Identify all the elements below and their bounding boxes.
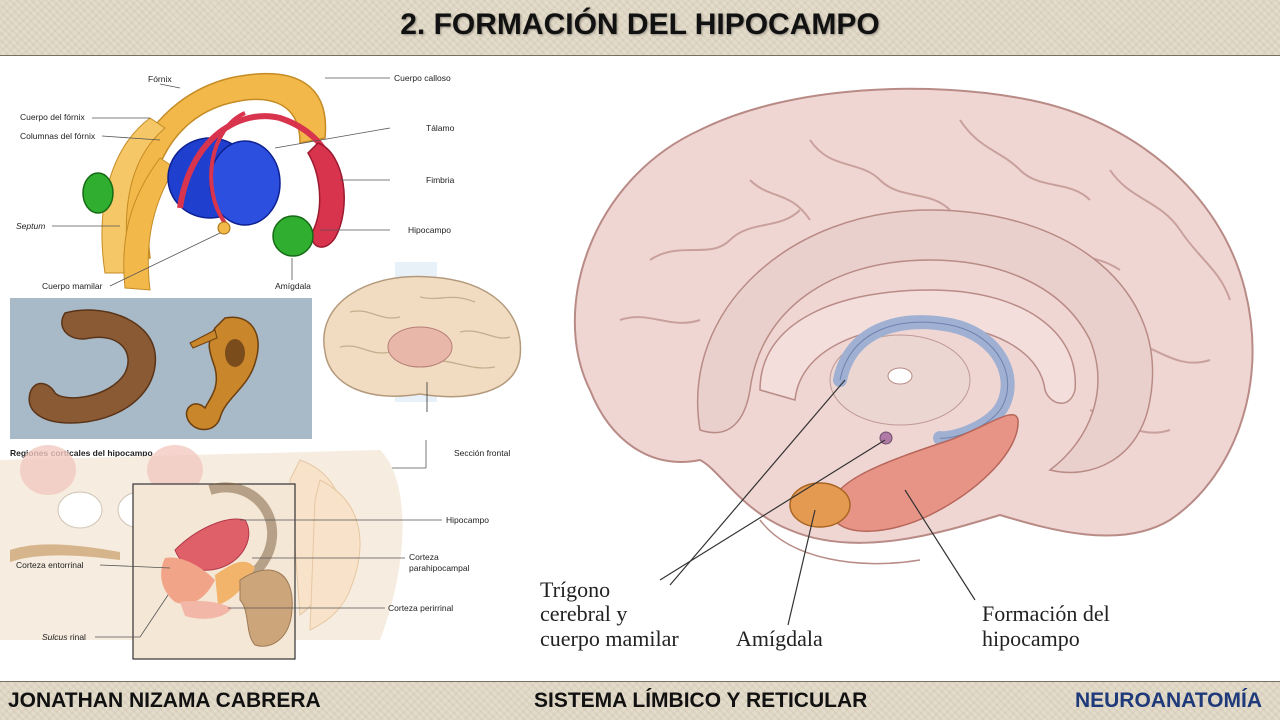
coronal-section-title: Regiones corticales del hipocampo bbox=[10, 448, 153, 458]
label-rhinal-sulcus: Sulcus rinal bbox=[42, 632, 86, 642]
label-fornix-body: Cuerpo del fórnix bbox=[20, 112, 85, 122]
label-hippocampal-formation-1: Formación del bbox=[982, 601, 1110, 626]
label-fornix: Fórnix bbox=[148, 74, 172, 84]
limbic-system-diagram: Fórnix Cuerpo calloso Cuerpo del fórnix … bbox=[16, 73, 455, 291]
cingulate-gyrus bbox=[696, 209, 1154, 474]
label-trigone-3: cuerpo mamilar bbox=[540, 626, 679, 651]
sagittal-brain-diagram: Trígono cerebral y cuerpo mamilar Amígda… bbox=[540, 87, 1254, 651]
footer-bar: JONATHAN NIZAMA CABRERA SISTEMA LÍMBICO … bbox=[0, 681, 1280, 720]
label-trigone-2: cerebral y bbox=[540, 601, 627, 626]
perirhinal-region bbox=[180, 600, 232, 619]
label-fimbria: Fimbria bbox=[426, 175, 455, 185]
footer-subject: NEUROANATOMÍA bbox=[1074, 689, 1262, 712]
parahippocampal-region bbox=[215, 561, 255, 605]
hippocampus-shape bbox=[307, 142, 345, 248]
label-septum: Septum bbox=[16, 221, 45, 231]
label-rhinal-sulcus-rest: rinal bbox=[68, 632, 87, 642]
label-entorhinal-cortex: Corteza entorrinal bbox=[16, 560, 84, 570]
label-trigone-1: Trígono bbox=[540, 577, 610, 602]
hippocampus-seahorse-photo bbox=[10, 298, 312, 439]
footer-author: JONATHAN NIZAMA CABRERA bbox=[8, 689, 321, 712]
label-amygdala-sagittal: Amígdala bbox=[736, 626, 823, 651]
entorhinal-region bbox=[161, 557, 215, 604]
amygdala-right bbox=[272, 215, 314, 257]
small-brain-illustration bbox=[323, 262, 522, 412]
label-coronal-hippocampus: Hipocampo bbox=[446, 515, 489, 525]
dissected-hippocampus bbox=[28, 309, 157, 424]
label-corpus-callosum: Cuerpo calloso bbox=[394, 73, 451, 83]
fornix-column-left bbox=[101, 117, 166, 274]
footer-topic: SISTEMA LÍMBICO Y RETICULAR bbox=[534, 689, 868, 712]
label-parahippocampal-2: parahipocampal bbox=[409, 563, 470, 573]
label-thalamus: Tálamo bbox=[426, 123, 455, 133]
label-parahippocampal-1: Corteza bbox=[409, 552, 439, 562]
label-frontal-section: Sección frontal bbox=[454, 448, 510, 458]
fornix-red-2 bbox=[209, 111, 246, 225]
title-bar: 2. FORMACIÓN DEL HIPOCAMPO bbox=[0, 0, 1280, 56]
label-perirhinal-cortex: Corteza perirrinal bbox=[388, 603, 453, 613]
amygdala-sagittal bbox=[789, 482, 851, 528]
seahorse-snout bbox=[189, 329, 218, 349]
label-rhinal-sulcus-italic: Sulcus bbox=[42, 632, 68, 642]
label-hippocampus: Hipocampo bbox=[408, 225, 451, 235]
septum-green-left bbox=[82, 172, 114, 214]
label-hippocampal-formation-2: hipocampo bbox=[982, 626, 1080, 651]
coronal-section-diagram: Regiones corticales del hipocampo Secció… bbox=[0, 440, 510, 660]
slide-title: 2. FORMACIÓN DEL HIPOCAMPO bbox=[400, 8, 880, 41]
label-fornix-columns: Columnas del fórnix bbox=[20, 131, 96, 141]
label-amygdala: Amígdala bbox=[275, 281, 311, 291]
mammillary-body bbox=[217, 221, 231, 235]
hippocampal-formation bbox=[829, 414, 1019, 532]
label-mammillary-body: Cuerpo mamilar bbox=[42, 281, 103, 291]
